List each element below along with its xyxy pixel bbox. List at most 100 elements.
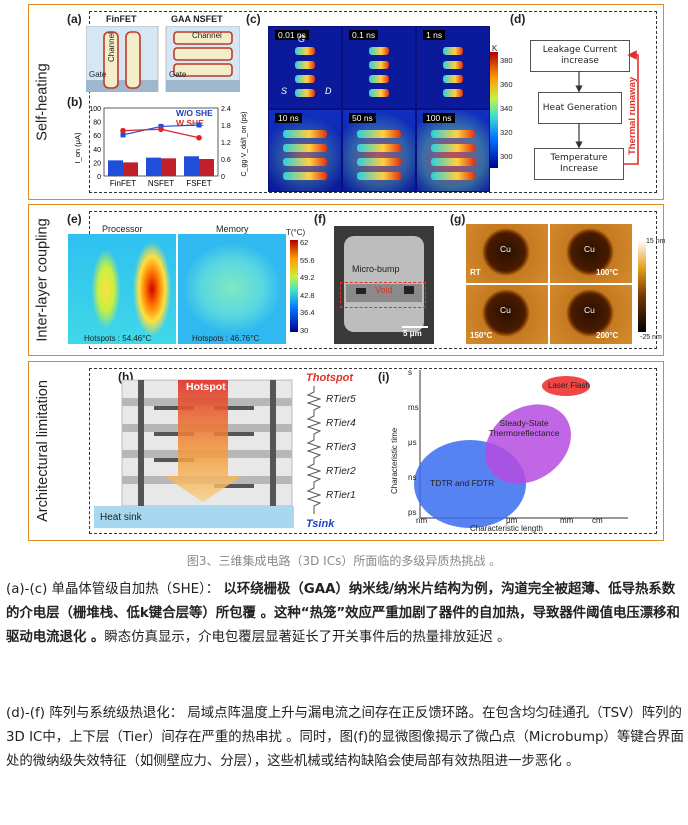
ytick-right-2: 1.2 bbox=[221, 140, 231, 147]
processor-hotspot: Hotspots : 54.46°C bbox=[84, 334, 152, 343]
afm-temp-1: 100°C bbox=[596, 268, 619, 277]
panel-label-d: (d) bbox=[510, 12, 526, 26]
scale-bar bbox=[402, 326, 428, 328]
thermal-snapshot-4: 50 ns bbox=[343, 110, 415, 191]
afm-top-scale: 15 nm bbox=[646, 238, 666, 245]
colorbar-tick-t-1: 55.6 bbox=[300, 255, 315, 265]
fin-3-1 bbox=[283, 144, 327, 152]
ytick-left-4: 80 bbox=[93, 120, 101, 127]
memory-hotspot: Hotspots : 46.76°C bbox=[192, 334, 260, 343]
thermal-snapshot-0: 0.01 ns bbox=[269, 27, 341, 108]
bar-finfet-0 bbox=[108, 160, 123, 176]
figure-3: Self-heating (a) FinFET GAA NSFET Channe… bbox=[28, 4, 666, 541]
panel-a-device-sketch bbox=[86, 26, 240, 92]
bar-finfet-1 bbox=[123, 162, 138, 176]
fin-4-3 bbox=[357, 172, 401, 180]
marker-1-1 bbox=[158, 126, 164, 133]
ytick-i-4: ps bbox=[408, 508, 417, 517]
fin-0-3 bbox=[295, 89, 315, 97]
para1-rest: 瞬态仿真显示，介电包覆层显著延长了开关事件后的热量排放延迟 。 bbox=[104, 630, 511, 645]
panel-label-e: (e) bbox=[67, 212, 82, 226]
bar-nsfet-0 bbox=[146, 157, 161, 176]
tier-resistance-4: RTier1 bbox=[326, 490, 356, 501]
afm-bottom-scale: -25 nm bbox=[640, 334, 662, 341]
ssft-label: Steady-State Thermoreflectance bbox=[488, 418, 560, 438]
panel-d-arrows bbox=[575, 50, 639, 165]
fin-1-2 bbox=[369, 75, 389, 83]
colorbar-tick-t-0: 62 bbox=[300, 238, 309, 247]
colorbar-tick-t-5: 30 bbox=[300, 325, 309, 335]
ytick-i-0: s bbox=[408, 368, 412, 377]
colorbar-tick-k-0: 380 bbox=[500, 56, 513, 65]
panel-label-f: (f) bbox=[314, 212, 326, 226]
colorbar-tick-t-3: 42.8 bbox=[300, 290, 315, 300]
xtick-i-3: cm bbox=[592, 516, 603, 525]
gaa-channel-label: Channel bbox=[192, 31, 222, 40]
thermal-snapshot-1: 0.1 ns bbox=[343, 27, 415, 108]
processor-thermal-map bbox=[68, 234, 176, 344]
colorbar-unit-k: K bbox=[492, 44, 498, 53]
panel-i-ylabel: Characteristic time bbox=[390, 427, 399, 494]
legend-w-she: W SHE bbox=[176, 118, 204, 128]
cu-label-0: Cu bbox=[500, 244, 511, 254]
panel-c-colorbar bbox=[490, 52, 498, 168]
thermal-snapshot-5: 100 ns bbox=[417, 110, 489, 191]
processor-label: Processor bbox=[102, 224, 143, 234]
ytick-left-5: 100 bbox=[89, 106, 101, 113]
ytick-left-1: 20 bbox=[93, 160, 101, 167]
section-label-arch: Architectural limitation bbox=[35, 380, 52, 522]
finfet-label: FinFET bbox=[106, 14, 137, 24]
fin-0-0 bbox=[295, 47, 315, 55]
panel-e-colorbar bbox=[290, 240, 298, 332]
fin-4-2 bbox=[357, 158, 401, 166]
fin-5-2 bbox=[431, 158, 475, 166]
panel-label-i: (i) bbox=[378, 370, 390, 384]
void-region bbox=[340, 282, 426, 308]
microbump-label: Micro-bump bbox=[352, 264, 400, 274]
marker-1-2 bbox=[196, 134, 202, 141]
void-label: Void bbox=[375, 285, 393, 295]
sem-micrograph bbox=[334, 226, 434, 344]
fin-0-2 bbox=[295, 75, 315, 83]
paragraph-2: (d)-(f) 阵列与系统级热退化： 局域点阵温度上升与漏电流之间存在正反馈环路… bbox=[6, 706, 684, 769]
afm-temp-2: 150°C bbox=[470, 331, 493, 340]
fin-5-1 bbox=[431, 144, 475, 152]
fin-2-3 bbox=[443, 89, 463, 97]
t-sink-label: Tsink bbox=[306, 518, 335, 530]
cu-label-3: Cu bbox=[584, 305, 595, 315]
bar-fsfet-0 bbox=[184, 156, 199, 176]
bar-nsfet-1 bbox=[161, 158, 176, 176]
fin-4-0 bbox=[357, 130, 401, 138]
section-label-inter-layer: Inter-layer coupling bbox=[35, 218, 52, 342]
time-label-0: 0.01 ns bbox=[275, 30, 309, 40]
gaa-gate-label: Gate bbox=[169, 70, 187, 79]
thermal-snapshot-3: 10 ns bbox=[269, 110, 341, 191]
tier-resistance-1: RTier4 bbox=[326, 418, 356, 429]
panel-label-a: (a) bbox=[67, 12, 82, 26]
panel-i-xlabel: Characteristic length bbox=[470, 524, 543, 533]
ytick-left-3: 60 bbox=[93, 133, 101, 140]
ytick-right-4: 2.4 bbox=[221, 106, 231, 113]
gaa-nsfet-label: GAA NSFET bbox=[171, 14, 223, 24]
fin-2-1 bbox=[443, 61, 463, 69]
fin-4-1 bbox=[357, 144, 401, 152]
fin-1-1 bbox=[369, 61, 389, 69]
time-label-3: 10 ns bbox=[275, 113, 302, 123]
fin-1-3 bbox=[369, 89, 389, 97]
fin-2-0 bbox=[443, 47, 463, 55]
panel-label-b: (b) bbox=[67, 95, 83, 109]
resistor-chain bbox=[306, 386, 322, 514]
t-hotspot-label: Thotspot bbox=[306, 372, 354, 384]
drain-marker: D bbox=[325, 86, 332, 96]
tier-resistance-3: RTier2 bbox=[326, 466, 356, 477]
colorbar-tick-t-2: 49.2 bbox=[300, 273, 315, 282]
panel-label-c: (c) bbox=[246, 12, 261, 26]
section-self-heating: Self-heating bbox=[28, 4, 664, 200]
scale-bar-label: 5 μm bbox=[403, 329, 422, 338]
